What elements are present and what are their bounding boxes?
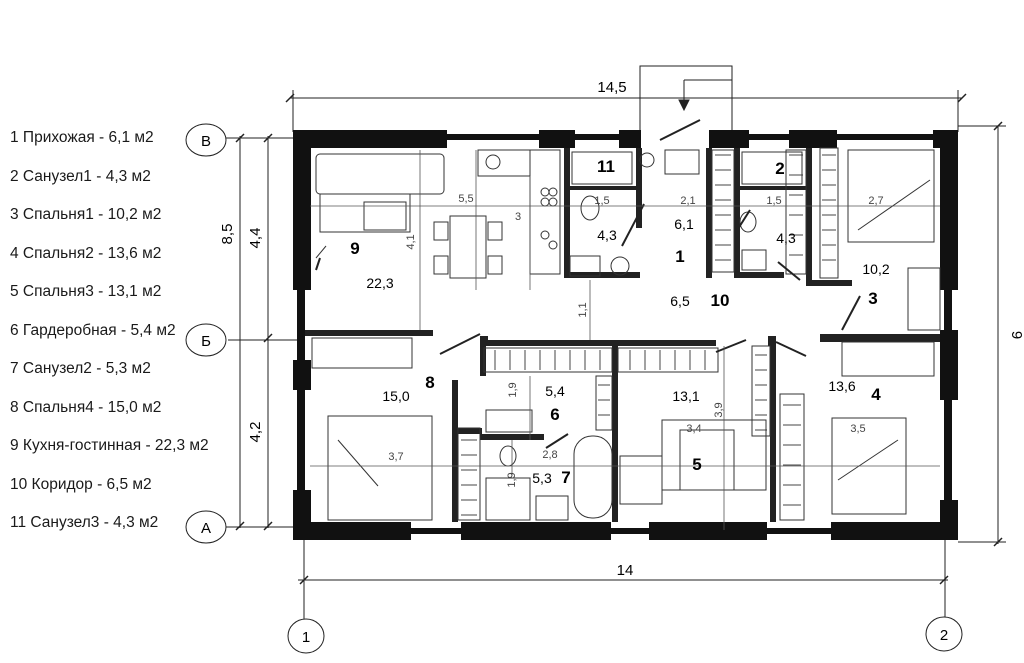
room-areas: 22,3 4,3 6,1 4,3 10,2 6,5 15,0 5,4 5,3 1…: [366, 216, 889, 486]
inner-dimension: 1,1: [577, 302, 589, 317]
legend-item: 1 Прихожая - 6,1 м2: [10, 129, 154, 146]
axis-label-b: В: [201, 133, 211, 150]
inner-dimension: 2,7: [868, 195, 883, 207]
inner-guides: [310, 150, 940, 530]
axis-markers: [185, 123, 963, 654]
axis-label-1: 1: [302, 629, 310, 646]
doors: [315, 119, 861, 449]
room-number: 2: [775, 159, 784, 178]
inner-dimension: 3,7: [388, 451, 403, 463]
bed: [847, 149, 935, 243]
axis-label-a: А: [201, 520, 211, 537]
inner-dimension: 1,9: [507, 382, 519, 397]
dining-table: [449, 215, 487, 279]
inner-dimension: 1,5: [594, 195, 609, 207]
bathtub: [573, 435, 613, 519]
inner-dimension: 3,4: [686, 423, 701, 435]
room-area: 22,3: [366, 275, 393, 291]
legend-item: 4 Спальня2 - 13,6 м2: [10, 244, 162, 262]
room-area: 6,1: [674, 216, 694, 232]
wardrobe-hatching: [461, 154, 836, 516]
room-area: 4,3: [597, 227, 617, 243]
inner-dimension: 2,1: [680, 195, 695, 207]
room-legend: 1 Прихожая - 6,1 м2 2 Санузел1 - 4,3 м2 …: [10, 128, 240, 552]
room-number: 8: [425, 373, 434, 392]
inner-dimension: 4,1: [405, 234, 417, 249]
inner-dimension: 1,9: [506, 472, 518, 487]
room-number: 3: [868, 289, 877, 308]
room-area: 5,3: [532, 470, 552, 486]
room-number: 11: [597, 157, 615, 176]
interior-walls: [305, 148, 940, 522]
room-area: 13,6: [828, 378, 855, 394]
room-number: 10: [711, 291, 730, 310]
room-area: 4,3: [776, 230, 796, 246]
inner-dimension: 5,5: [458, 193, 473, 205]
legend-item: 11 Санузел3 - 4,3 м2: [10, 514, 159, 531]
legend-item: 3 Спальня1 - 10,2 м2: [10, 206, 162, 223]
axis-label-be: Б: [201, 333, 211, 350]
room-number: 7: [561, 468, 570, 487]
coffee-table: [363, 201, 407, 231]
inner-dimension: 3,9: [713, 402, 725, 417]
dimension-lines: [225, 65, 1006, 620]
room-number: 6: [550, 405, 559, 424]
axis-label-2: 2: [940, 627, 948, 644]
inner-dimension-labels: 5,5 3 4,1 1,5 2,1 1,5 2,7 1,1 1,9 2,8 1,…: [388, 193, 883, 488]
room-number: 9: [350, 239, 359, 258]
dimension-left-lower: 4,2: [247, 422, 264, 443]
room-numbers: 9 11 2 1 3 10 8 6 7 5 4: [350, 157, 881, 487]
legend-item: 6 Гардеробная - 5,4 м2: [10, 321, 176, 339]
room-number: 5: [692, 455, 701, 474]
legend-item: 8 Спальня4 - 15,0 м2: [10, 398, 162, 416]
inner-dimension: 1,5: [766, 195, 781, 207]
bed: [327, 415, 433, 521]
room-area: 10,2: [862, 261, 889, 277]
legend-item: 10 Коридор - 6,5 м2: [10, 475, 152, 493]
room-number: 4: [871, 385, 881, 404]
legend-item: 9 Кухня-гостинная - 22,3 м2: [10, 437, 209, 454]
room-area: 15,0: [382, 388, 409, 404]
room-number: 1: [675, 247, 684, 266]
legend-item: 7 Санузел2 - 5,3 м2: [10, 360, 151, 377]
legend-item: 5 Спальня3 - 13,1 м2: [10, 283, 162, 300]
wardrobes: [457, 147, 839, 521]
dimension-bottom: 14: [617, 562, 634, 579]
exterior-walls: [293, 130, 958, 540]
dimension-top: 14,5: [597, 79, 626, 96]
dimension-right: 9: [1008, 331, 1024, 339]
room-area: 6,5: [670, 293, 690, 309]
inner-dimension: 3,5: [850, 423, 865, 435]
inner-dimension: 3: [515, 211, 521, 223]
room-area: 13,1: [672, 388, 699, 404]
legend-item: 2 Санузел1 - 4,3 м2: [10, 167, 151, 185]
dimension-left-total: 8,5: [219, 224, 236, 245]
room-area: 5,4: [545, 383, 565, 399]
sofa: [315, 153, 445, 195]
dimension-left-upper: 4,4: [247, 228, 264, 249]
inner-dimension: 2,8: [542, 449, 557, 461]
